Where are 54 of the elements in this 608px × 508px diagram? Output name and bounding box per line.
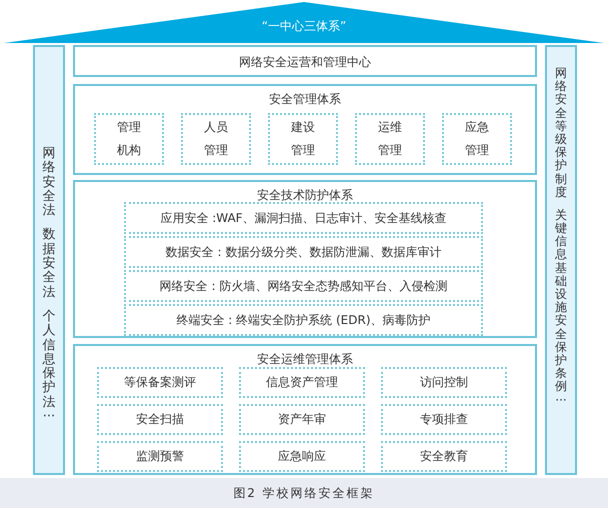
vertical-label: 关键信息基础设施安全保护条例··· (555, 208, 567, 407)
figure-caption: 图2 学校网络安全框架 (233, 484, 375, 502)
item-box (239, 367, 365, 398)
item-box (94, 113, 164, 165)
system-panel (73, 180, 537, 338)
roof-banner (4, 2, 604, 43)
panel-title: 安全技术防护体系 (256, 187, 354, 204)
item-label: 人员管理 (203, 119, 229, 159)
item-box (381, 441, 507, 472)
panel-title: 网络安全运营和管理中心 (238, 54, 372, 71)
item-label: 安全教育 (420, 448, 468, 466)
item-box (124, 304, 483, 336)
item-box (239, 441, 365, 472)
vertical-label: 数据安全法 (42, 228, 56, 300)
item-label: 应急管理 (464, 119, 490, 159)
item-box (442, 113, 512, 165)
roof-title: “一中心三体系” (262, 18, 346, 35)
item-label: 安全扫描 (136, 411, 184, 428)
system-panel (73, 344, 537, 475)
item-label: 管理机构 (116, 119, 142, 159)
item-label: 网络安全 : 防火墙、网络安全态势感知平台、入侵检测 (160, 278, 448, 295)
item-box (381, 367, 507, 398)
item-label: 应急响应 (278, 448, 326, 466)
vertical-label: 个人信息保护法··· (42, 310, 56, 424)
item-box (124, 202, 483, 234)
item-box (97, 367, 223, 398)
panel-title: 安全管理体系 (268, 91, 342, 108)
item-box (239, 404, 365, 435)
item-label: 等保备案测评 (124, 374, 196, 392)
item-box (355, 113, 425, 165)
item-box (97, 404, 223, 435)
item-box (268, 113, 338, 165)
item-label: 建设管理 (290, 119, 316, 159)
item-label: 终端安全 : 终端安全防护系统 (EDR)、病毒防护 (176, 312, 430, 329)
item-label: 运维管理 (377, 119, 403, 159)
item-label: 监测预警 (136, 448, 184, 466)
item-box (381, 404, 507, 435)
item-box (124, 270, 483, 302)
item-label: 资产年审 (278, 411, 326, 428)
system-panel (73, 45, 537, 77)
item-box (124, 236, 483, 268)
item-label: 数据安全 : 数据分级分类、数据防泄漏、数据库审计 (166, 244, 442, 261)
law-pillar (545, 45, 577, 475)
vertical-label: 网络安全等级保护制度 (555, 67, 567, 199)
item-box (181, 113, 251, 165)
item-label: 访问控制 (420, 374, 468, 392)
system-panel (73, 84, 537, 175)
item-label: 应用安全 :WAF、漏洞扫描、日志审计、安全基线核查 (160, 210, 447, 227)
item-label: 专项排查 (420, 411, 468, 428)
item-box (97, 441, 223, 472)
law-pillar (33, 45, 65, 475)
vertical-label: 网络安全法 (42, 147, 56, 218)
panel-title: 安全运维管理体系 (256, 351, 354, 368)
item-label: 信息资产管理 (266, 374, 338, 392)
